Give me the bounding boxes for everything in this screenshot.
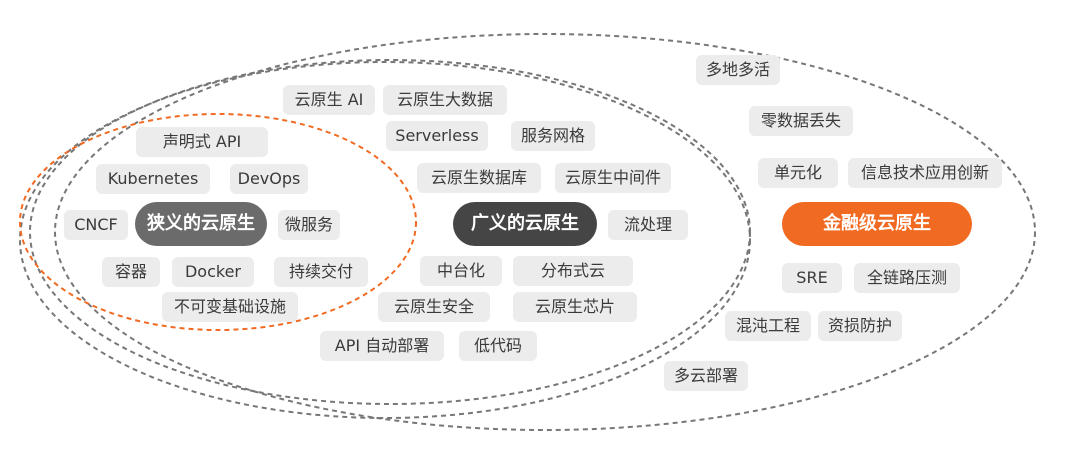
tag-distributed-cloud: 分布式云 (513, 256, 633, 286)
tag-kubernetes: Kubernetes (96, 164, 210, 194)
broad-ring-offset (29, 59, 751, 405)
tag-cloud-native-big-data: 云原生大数据 (383, 85, 507, 115)
tag-cloud-native-middleware: 云原生中间件 (555, 163, 671, 193)
tag-serverless: Serverless (386, 121, 488, 151)
broad-cloud-native-center: 广义的云原生 (453, 202, 597, 246)
tag-container: 容器 (102, 257, 160, 287)
financial-cloud-native-center: 金融级云原生 (782, 202, 972, 246)
tag-zero-data-loss: 零数据丢失 (749, 106, 853, 136)
tag-declarative-api: 声明式 API (136, 127, 268, 157)
tag-cloud-native-database: 云原生数据库 (417, 163, 541, 193)
tag-stream-processing: 流处理 (608, 210, 688, 240)
tag-multi-cloud-deploy: 多云部署 (664, 361, 748, 391)
tag-asset-loss-prevention: 资损防护 (818, 311, 902, 341)
tag-service-mesh: 服务网格 (511, 121, 595, 151)
tag-multi-site-active: 多地多活 (696, 55, 780, 85)
tag-it-application-innovation: 信息技术应用创新 (848, 158, 1002, 188)
tag-cloud-native-ai: 云原生 AI (283, 85, 375, 115)
tag-sre: SRE (782, 263, 842, 293)
tag-full-link-stress-test: 全链路压测 (854, 263, 960, 293)
narrow-cloud-native-center: 狭义的云原生 (135, 202, 267, 246)
tag-cncf: CNCF (64, 210, 128, 240)
tag-api-auto-deploy: API 自动部署 (320, 331, 444, 361)
tag-middle-platform: 中台化 (420, 256, 502, 286)
tag-chaos-engineering: 混沌工程 (725, 311, 811, 341)
broad-ring (19, 61, 751, 419)
tag-immutable-infrastructure: 不可变基础设施 (162, 292, 298, 322)
tag-continuous-delivery: 持续交付 (274, 257, 368, 287)
tag-devops: DevOps (230, 164, 308, 194)
tag-cloud-native-chip: 云原生芯片 (513, 292, 637, 322)
financial-outer-ring (54, 33, 1036, 431)
narrow-ring (19, 113, 417, 331)
tag-microservices: 微服务 (278, 210, 340, 240)
tag-low-code: 低代码 (459, 331, 537, 361)
tag-cloud-native-security: 云原生安全 (378, 292, 490, 322)
tag-docker: Docker (172, 257, 254, 287)
tag-unitization: 单元化 (758, 158, 838, 188)
